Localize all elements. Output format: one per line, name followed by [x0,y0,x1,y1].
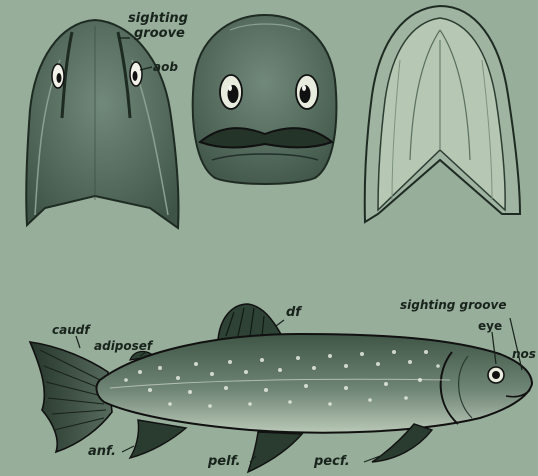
anal-fin [130,420,186,458]
fish-body [97,334,532,433]
label-sighting-groove: sighting groove [400,299,507,311]
label-anal-fin: anf. [88,445,116,458]
head-frontal-view [193,15,337,184]
label-groove: groove [134,27,185,40]
head-dorsal-view [26,20,178,228]
label-pectoral-fin: pecf. [314,455,350,468]
label-nostril: nos [512,348,536,360]
label-pelvic-fin: pelf. [208,455,240,468]
pelvic-fin [248,432,302,472]
label-aob: aob [153,61,178,73]
label-eye: eye [478,320,502,332]
label-adipose-fin: adiposef [94,340,152,352]
label-sighting: sighting [128,12,188,25]
label-dorsal-fin: df [286,306,301,319]
label-caudal-fin: caudf [52,324,90,336]
dorsal-head-outline [26,20,178,228]
head-ventral-view [365,6,520,222]
